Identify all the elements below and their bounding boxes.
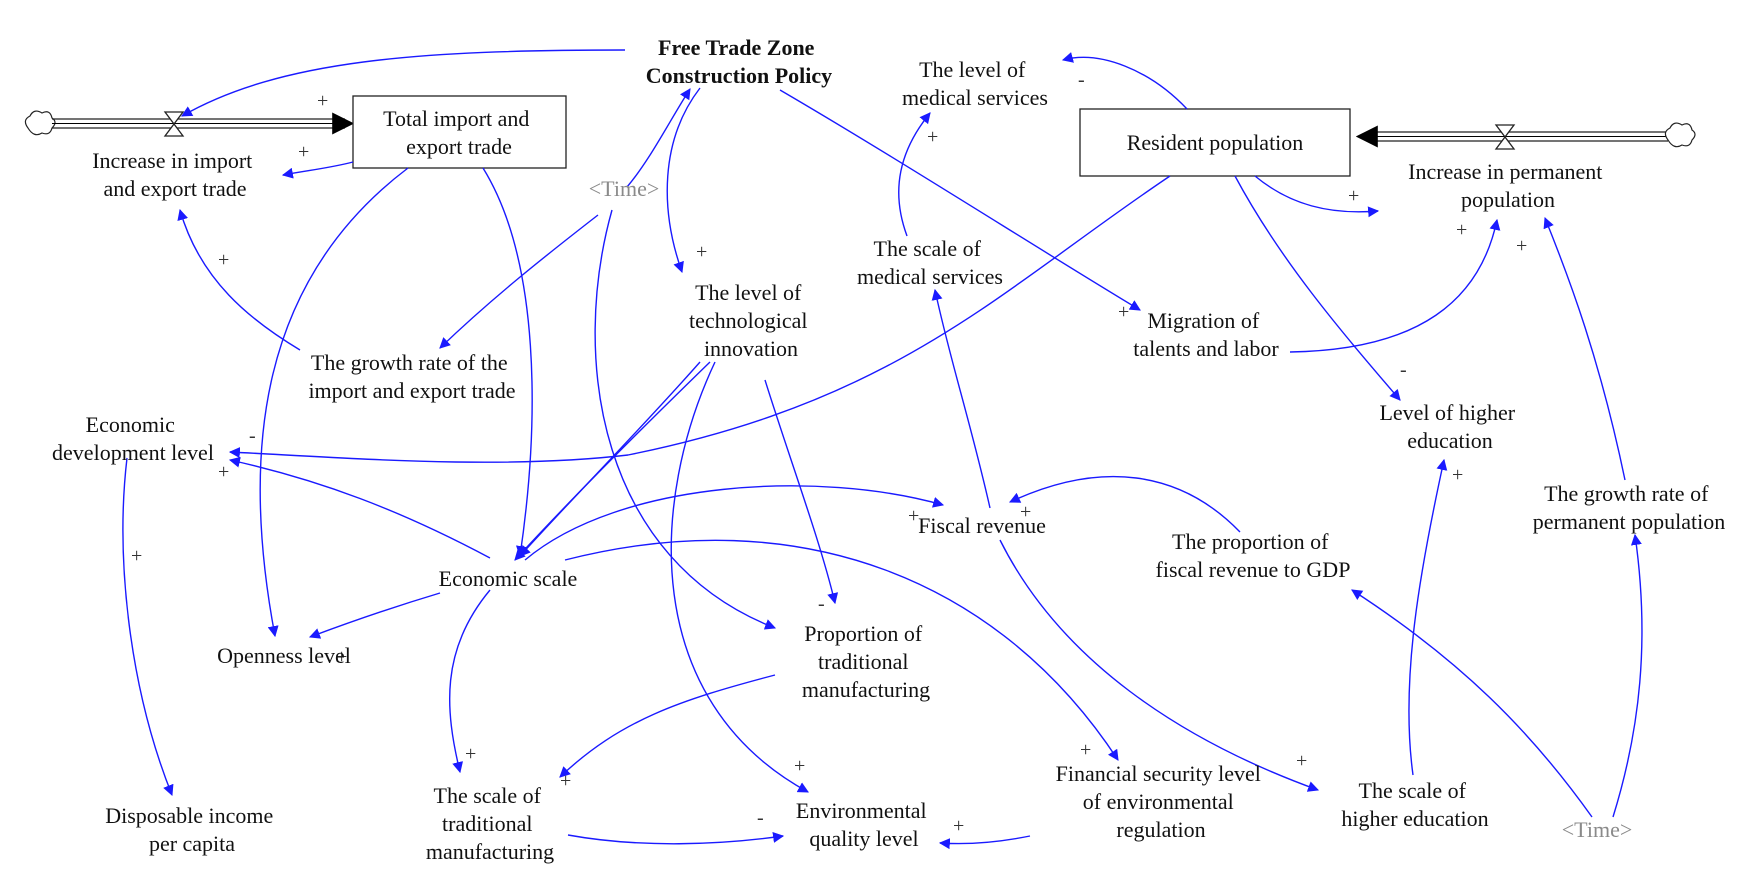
stock-total-trade-box <box>352 95 567 169</box>
link-fiscal-to-medical-scale <box>931 288 991 509</box>
variable-fiscal-ratio: The proportion of fiscal revenue to GDP <box>1156 529 1351 582</box>
population-flow <box>1079 108 1696 177</box>
link-population-to-increase-perm <box>1254 175 1380 218</box>
variable-total-trade: Total import and export trade <box>383 106 535 159</box>
variable-migration: Migration of talents and labor <box>1133 308 1279 361</box>
link-population-to-medical-level <box>1061 52 1188 110</box>
polarity-plus: + <box>696 241 707 263</box>
variable-time-top: <Time> <box>589 176 659 201</box>
link-policy-to-tech <box>666 87 701 274</box>
polarity-plus: + <box>218 461 229 483</box>
variable-higher-ed-level: Level of higher education <box>1379 400 1520 453</box>
variable-time-bottom: <Time> <box>1562 817 1632 842</box>
variable-scale-trad-manuf: The scale of traditional manufacturing <box>426 783 554 864</box>
polarity-plus: + <box>1118 301 1129 323</box>
link-fiscal-ratio-to-fiscal <box>1009 475 1241 533</box>
cloud-source-icon <box>24 110 56 136</box>
polarity-signs: + + + + + - + + + + - + - + + + + - + + … <box>131 69 1527 837</box>
variable-increase-trade: Increase in import and export trade <box>92 148 258 201</box>
polarity-plus: + <box>336 646 347 668</box>
polarity-plus: + <box>298 141 309 163</box>
link-fin-security-to-environmental <box>938 835 1031 850</box>
link-time-to-growth-trade <box>439 214 599 349</box>
polarity-plus: + <box>317 90 328 112</box>
cloud-sink-icon <box>1664 122 1696 148</box>
link-prop-manuf-to-scale-manuf <box>559 674 776 778</box>
polarity-minus: - <box>1400 359 1407 381</box>
link-scale-manuf-to-environmental <box>567 831 785 845</box>
polarity-plus: + <box>1080 739 1091 761</box>
variable-prop-trad-manuf: Proportion of traditional manufacturing <box>802 621 930 702</box>
link-fiscal-to-scale-higher-ed <box>999 539 1320 792</box>
variable-tech-innovation: The level of technological innovation <box>689 280 813 361</box>
polarity-plus: + <box>1296 750 1307 772</box>
polarity-plus: + <box>1456 219 1467 241</box>
link-growth-to-increase-trade <box>177 208 301 351</box>
variable-resident-population: Resident population <box>1127 130 1304 155</box>
polarity-plus: + <box>218 249 229 271</box>
link-economic-scale-to-econ-dev <box>228 456 491 559</box>
variable-disposable-income: Disposable income per capita <box>105 803 279 856</box>
link-total-to-economic-scale <box>482 167 533 558</box>
polarity-plus: + <box>908 505 919 527</box>
variable-econ-dev: Economic development level <box>52 412 214 465</box>
polarity-plus: + <box>1020 501 1031 523</box>
polarity-plus: + <box>465 743 476 765</box>
link-scale-higher-ed-to-level <box>1408 458 1448 776</box>
valve-icon <box>163 111 185 137</box>
valve-icon <box>1494 124 1516 150</box>
link-time-to-fiscal-ratio <box>1351 589 1593 818</box>
variable-medical-scale: The scale of medical services <box>857 236 1003 289</box>
polarity-plus: + <box>1452 464 1463 486</box>
link-policy-to-increase-trade <box>181 49 626 117</box>
polarity-minus: - <box>1078 69 1085 91</box>
variable-growth-rate-trade: The growth rate of the import and export… <box>308 350 515 403</box>
variable-financial-security: Financial security level of environmenta… <box>1056 761 1267 842</box>
link-economic-scale-to-fin-security <box>564 539 1119 761</box>
polarity-minus: - <box>818 593 825 615</box>
link-tech-to-economic-scale-2 <box>514 361 711 561</box>
link-migration-to-increase-perm <box>1289 218 1501 353</box>
polarity-plus: + <box>953 815 964 837</box>
link-tech-to-environmental <box>670 361 809 793</box>
link-time-to-prop-manuf <box>594 209 777 630</box>
link-economic-scale-to-fiscal <box>524 485 945 561</box>
variable-openness: Openness level <box>217 643 351 668</box>
link-economic-scale-to-openness <box>308 592 441 639</box>
link-tech-to-economic-scale <box>519 361 701 557</box>
link-econ-dev-to-income <box>122 457 174 797</box>
polarity-plus: + <box>560 770 571 792</box>
polarity-minus: - <box>757 807 764 829</box>
variable-scale-higher-ed: The scale of higher education <box>1341 778 1488 831</box>
link-tech-to-prop-manuf <box>764 379 839 605</box>
variable-increase-permanent: Increase in permanent population <box>1408 159 1608 212</box>
link-time-to-policy <box>626 88 691 188</box>
polarity-plus: + <box>1516 235 1527 257</box>
variable-medical-level: The level of medical services <box>902 57 1048 110</box>
link-economic-scale-to-scale-manuf <box>448 589 491 774</box>
polarity-plus: + <box>131 545 142 567</box>
stock-resident-population-box <box>1079 108 1351 177</box>
polarity-plus: + <box>1348 185 1359 207</box>
link-total-to-openness <box>259 167 409 638</box>
variable-ftz-policy: Free Trade Zone Construction Policy <box>646 35 832 88</box>
polarity-minus: - <box>249 425 256 447</box>
variable-environmental-quality: Environmental quality level <box>796 798 932 851</box>
variable-growth-rate-permanent: The growth rate of permanent population <box>1533 481 1725 534</box>
link-population-to-higher-ed <box>1234 175 1401 401</box>
variables: Free Trade Zone Construction Policy Tota… <box>52 35 1725 864</box>
link-policy-to-migration <box>779 89 1141 311</box>
variable-fiscal-revenue: Fiscal revenue <box>918 513 1046 538</box>
link-total-to-increase-trade <box>281 161 354 179</box>
link-time-to-growth-perm <box>1612 533 1643 818</box>
link-growth-perm-to-increase-perm <box>1543 216 1626 481</box>
link-medical-scale-to-level <box>898 112 931 237</box>
causal-links <box>122 49 1643 850</box>
trade-flow <box>24 95 567 169</box>
polarity-plus: + <box>794 755 805 777</box>
link-population-to-econ-dev <box>228 175 1171 463</box>
polarity-plus: + <box>927 126 938 148</box>
variable-economic-scale: Economic scale <box>439 566 578 591</box>
